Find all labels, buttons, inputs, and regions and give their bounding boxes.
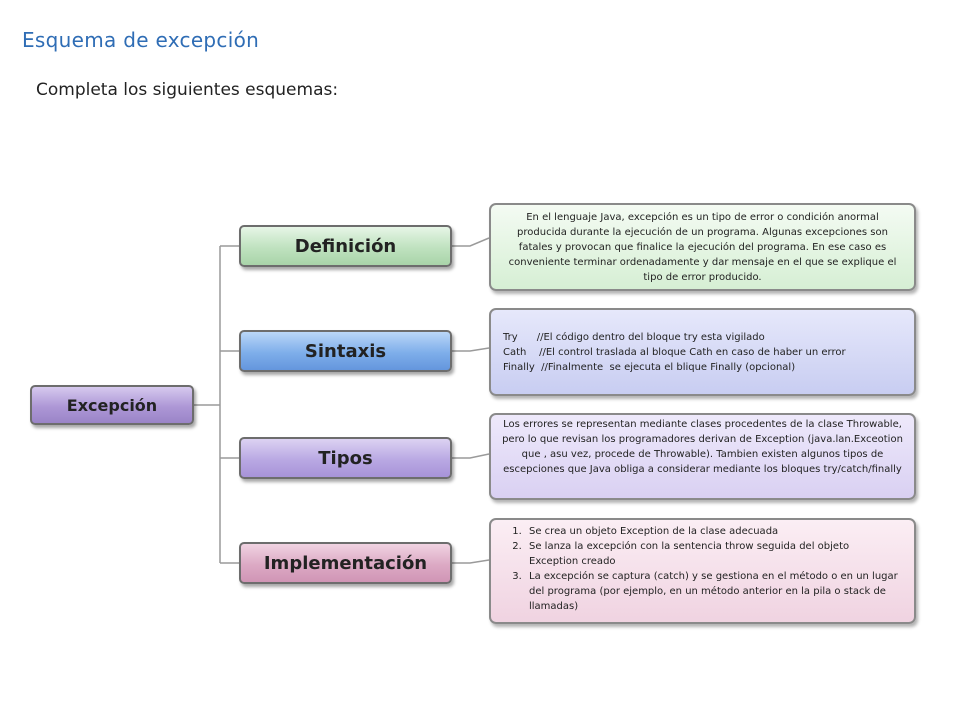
implementacion-step: Se crea un objeto Exception de la clase … <box>525 524 900 539</box>
branch-node-sintaxis: Sintaxis <box>239 330 452 372</box>
detail-connector-sintaxis <box>452 347 490 352</box>
sintaxis-line-catch: Cath //El control traslada al bloque Cat… <box>503 347 846 358</box>
detail-connector-definicion <box>452 237 490 247</box>
detail-connector-implementacion <box>452 559 490 564</box>
sintaxis-line-try: Try //El código dentro del bloque try es… <box>503 332 765 343</box>
implementacion-step: La excepción se captura (catch) y se ges… <box>525 569 900 614</box>
tipos-detail-box: Los errores se representan mediante clas… <box>489 413 916 500</box>
implementacion-detail-box: Se crea un objeto Exception de la clase … <box>489 518 916 624</box>
branch-node-implementacion: Implementación <box>239 542 452 584</box>
detail-connector-tipos <box>452 453 490 459</box>
sintaxis-line-finally: Finally //Finalmente se ejecuta el bliqu… <box>503 362 796 373</box>
implementacion-steps-list: Se crea un objeto Exception de la clase … <box>503 524 900 614</box>
branch-node-definicion: Definición <box>239 225 452 267</box>
definicion-detail-box: En el lenguaje Java, excepción es un tip… <box>489 203 916 291</box>
page-title: Esquema de excepción <box>22 28 260 52</box>
root-node-excepcion: Excepción <box>30 385 194 425</box>
sintaxis-detail-box: Try //El código dentro del bloque try es… <box>489 308 916 396</box>
branch-node-tipos: Tipos <box>239 437 452 479</box>
page-subtitle: Completa los siguientes esquemas: <box>36 80 339 100</box>
implementacion-step: Se lanza la excepción con la sentencia t… <box>525 539 900 569</box>
